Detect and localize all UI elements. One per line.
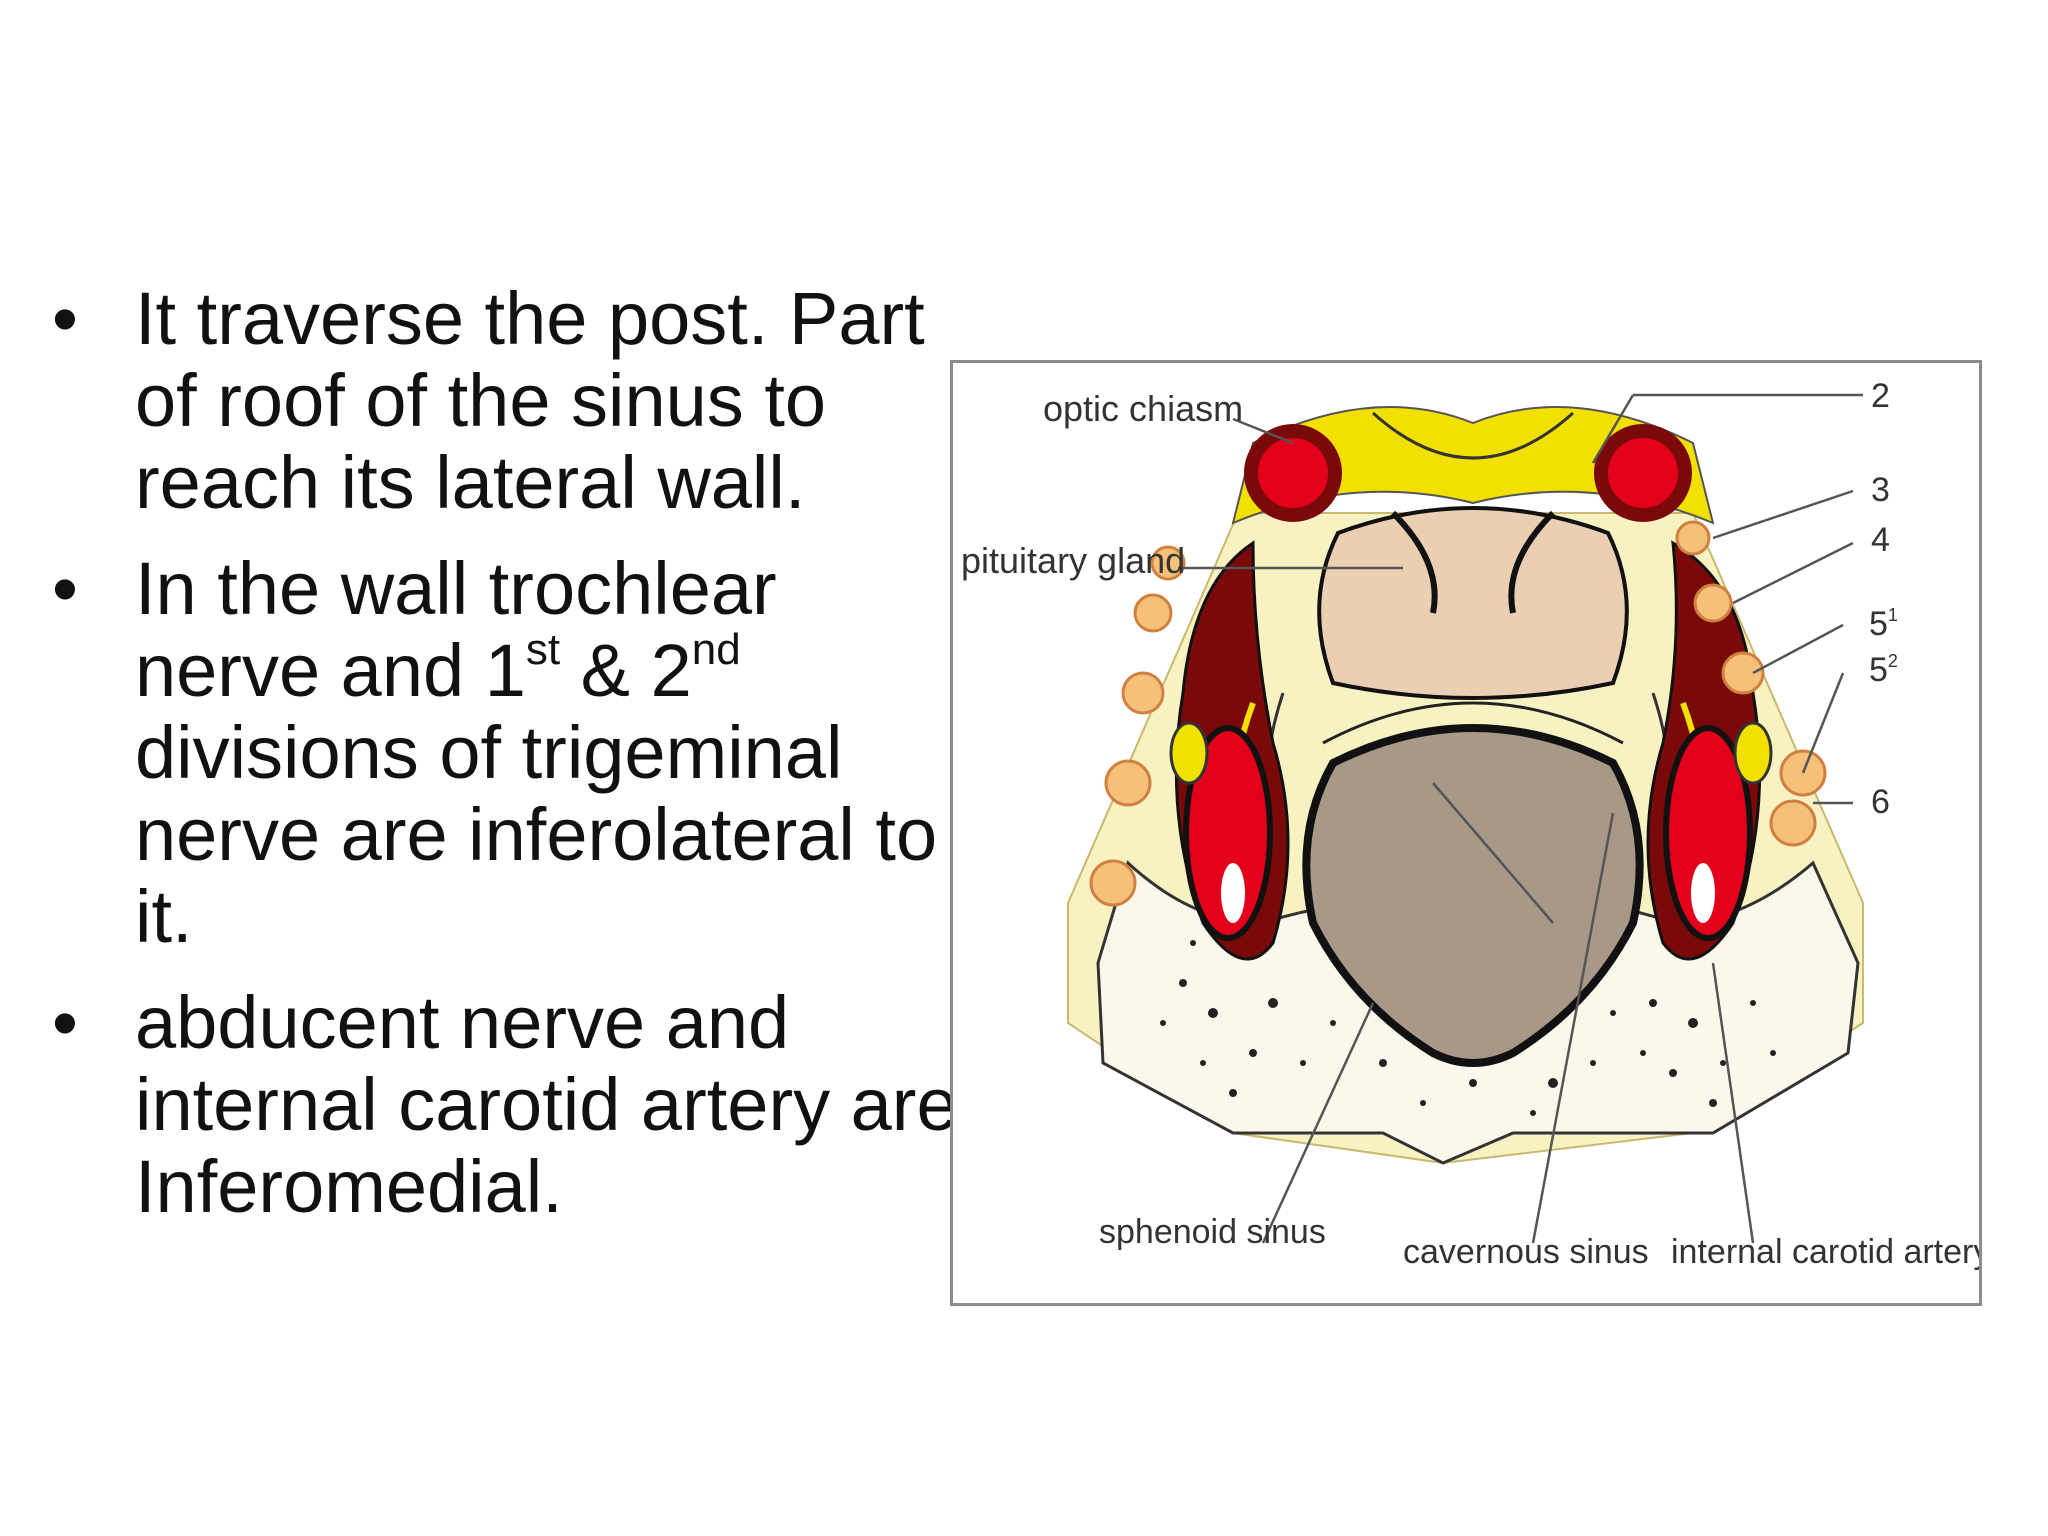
label-pituitary-gland: pituitary gland [961, 540, 1185, 581]
ica-left [1183, 725, 1273, 941]
bullet-text-1: It traverse the post. Part of roof of th… [135, 277, 925, 524]
sinus-membrane [1322, 701, 1624, 745]
pituitary-gland [1317, 506, 1629, 700]
ica-right-highlight [1691, 863, 1715, 923]
nerve-right-yellow [1733, 721, 1773, 785]
label-num-5b-sup: 2 [1888, 651, 1898, 671]
label-num-6: 6 [1871, 783, 1890, 821]
label-num-5b: 52 [1869, 651, 1898, 689]
label-num-5a-base: 5 [1869, 605, 1888, 643]
nerves-left [1089, 545, 1186, 907]
label-num-2: 2 [1871, 377, 1890, 415]
label-num-5a: 51 [1869, 605, 1898, 643]
label-optic-chiasm: optic chiasm [1043, 388, 1243, 429]
optic-chiasm [1231, 406, 1715, 525]
sphenoid-sinus-cavity [1302, 724, 1644, 1067]
nerves-right [1675, 520, 1827, 847]
bullet-text-2-pre: In the wall trochlear nerve and 1 [135, 547, 777, 712]
bullet-text-3: abducent nerve and internal carotid arte… [135, 981, 958, 1228]
optic-chiasm-outline [1371, 411, 1575, 460]
label-cavernous-sinus: cavernous sinus [1403, 1233, 1649, 1271]
label-num-4: 4 [1871, 521, 1890, 559]
bullet-item-2: In the wall trochlear nerve and 1st & 2n… [50, 548, 970, 958]
bullet-list: It traverse the post. Part of roof of th… [50, 278, 970, 1252]
pituitary-stalk [1390, 510, 1556, 614]
bone-speckles [1160, 940, 1776, 1116]
ordinal-nd: nd [691, 625, 741, 675]
diagram-svg: optic chiasm pituitary gland 2 3 4 51 52… [961, 377, 1979, 1271]
ica-right [1663, 725, 1753, 941]
bullet-text-2-mid: & 2 [560, 629, 692, 712]
leader-lines [1178, 393, 1863, 1244]
label-num-3: 3 [1871, 471, 1890, 509]
ica-upper-left [1244, 424, 1342, 522]
bullet-text-2-post: divisions of trigeminal nerve are infero… [135, 711, 938, 958]
ica-left-highlight [1221, 863, 1245, 923]
ica-upper-right [1594, 424, 1692, 522]
bullet-item-3: abducent nerve and internal carotid arte… [50, 982, 970, 1228]
nerve-left-yellow [1169, 721, 1209, 785]
label-num-5a-sup: 1 [1888, 605, 1898, 625]
bullet-item-1: It traverse the post. Part of roof of th… [50, 278, 970, 524]
label-sphenoid-sinus: sphenoid sinus [1099, 1213, 1326, 1251]
label-num-5b-base: 5 [1869, 651, 1888, 689]
ordinal-st: st [525, 625, 561, 675]
cavernous-sinus-diagram: optic chiasm pituitary gland 2 3 4 51 52… [950, 360, 1982, 1306]
label-internal-carotid-artery: internal carotid artery [1671, 1233, 1979, 1271]
